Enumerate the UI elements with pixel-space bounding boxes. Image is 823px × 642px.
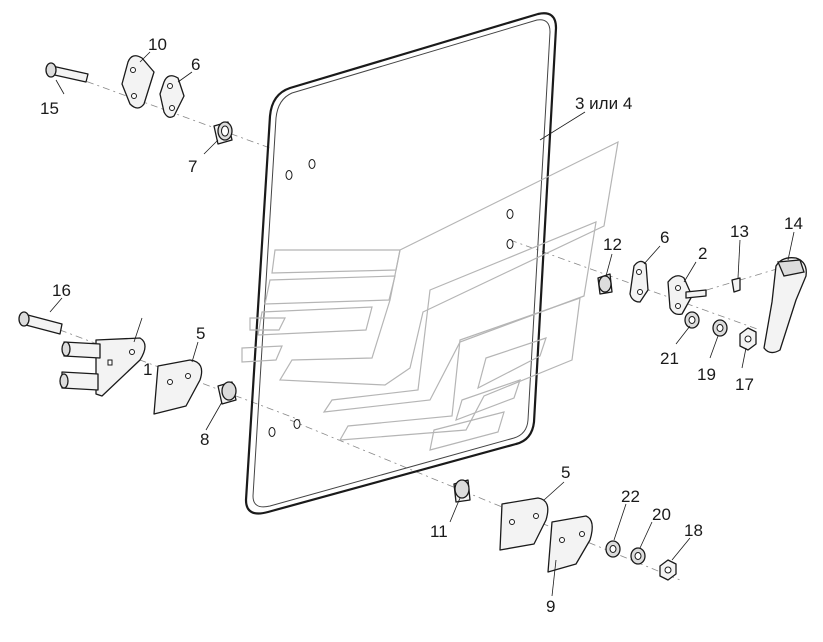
- callout-9: 9: [546, 597, 555, 616]
- callout-8: 8: [200, 430, 209, 449]
- hinge-bracket-part-1: [59, 337, 146, 397]
- gasket-part-6-right: [629, 260, 649, 303]
- plate-part-9: [547, 515, 593, 573]
- washer-part-20: [630, 547, 646, 565]
- callout-5-left: 5: [196, 324, 205, 343]
- callout-7: 7: [188, 157, 197, 176]
- clip-part-13: [731, 277, 741, 293]
- plate-part-10: [121, 55, 155, 109]
- callout-13: 13: [730, 222, 749, 241]
- pin-part-16: [18, 311, 63, 335]
- glass-decoration: [241, 140, 619, 451]
- axis-lines: [27, 69, 801, 581]
- bushing-part-12: [597, 273, 613, 295]
- bushing-part-8: [217, 381, 237, 405]
- bushing-part-7: [213, 121, 233, 145]
- leader-lines: [49, 51, 795, 597]
- plate-part-5-left: [153, 359, 203, 415]
- gasket-part-6-top: [159, 75, 185, 118]
- callout-2: 2: [698, 244, 707, 263]
- glass-holes: [268, 159, 514, 437]
- washer-part-22: [605, 540, 621, 558]
- callout-labels: 3 или 4 1 2 5 5 6 6 7 8 9 10 11 12 13 14…: [40, 35, 803, 616]
- callout-20: 20: [652, 505, 671, 524]
- callout-14: 14: [784, 214, 803, 233]
- plate-part-5-bottom: [499, 497, 549, 551]
- callout-1: 1: [143, 360, 152, 379]
- callout-18: 18: [684, 521, 703, 540]
- bushing-part-11: [453, 479, 471, 503]
- callout-19: 19: [697, 365, 716, 384]
- callout-10: 10: [148, 35, 167, 54]
- callout-17: 17: [735, 375, 754, 394]
- pin-part-15: [45, 62, 89, 83]
- callout-glass: 3 или 4: [575, 94, 632, 113]
- callout-12: 12: [603, 235, 622, 254]
- callout-5-bottom: 5: [561, 463, 570, 482]
- nut-part-17: [739, 327, 757, 351]
- callout-21: 21: [660, 349, 679, 368]
- callout-11: 11: [430, 522, 448, 541]
- callout-6-right: 6: [660, 228, 669, 247]
- nut-part-18: [659, 559, 677, 581]
- latch-bracket-part-2: [667, 275, 707, 316]
- callout-15: 15: [40, 99, 59, 118]
- callout-22: 22: [621, 487, 640, 506]
- washer-part-21: [684, 311, 700, 329]
- glass-panel: [241, 12, 619, 515]
- washer-part-19: [712, 319, 728, 337]
- callout-6-top: 6: [191, 55, 200, 74]
- handle-part-14: [763, 257, 807, 354]
- callout-16: 16: [52, 281, 71, 300]
